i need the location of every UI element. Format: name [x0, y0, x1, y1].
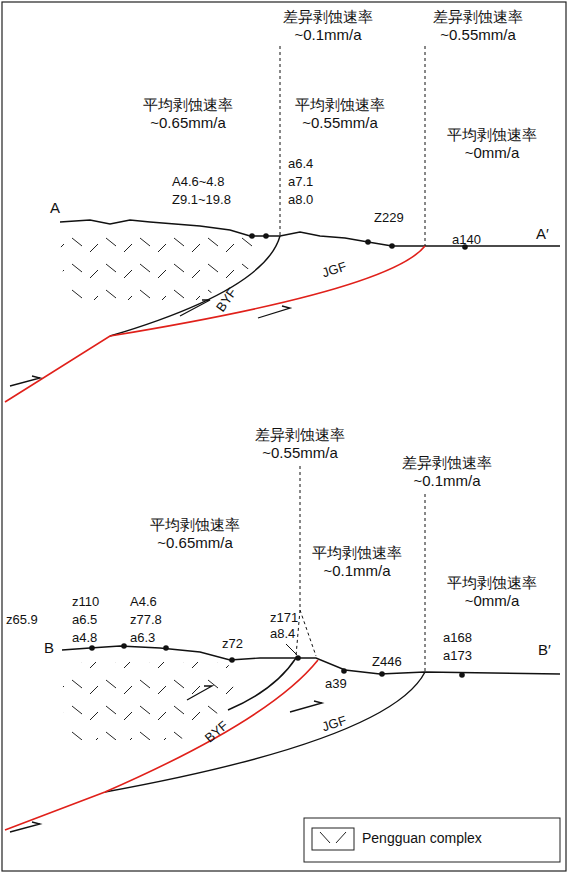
fault-name: BYF: [213, 285, 241, 315]
sample-age: z171: [270, 610, 298, 626]
fault-name: BYF: [202, 718, 232, 747]
sample-age: A4.6~4.8: [172, 174, 224, 190]
sample-age: a173: [443, 648, 472, 664]
rate-label: 平均剥蚀速率 ~0.1mm/a: [301, 544, 413, 580]
sample-age: a168: [443, 630, 472, 646]
rate-label: 平均剥蚀速率 ~0.65mm/a: [132, 96, 244, 132]
rate-label: 平均剥蚀速率 ~0.65mm/a: [139, 516, 251, 552]
sample-age: Z229: [374, 210, 404, 226]
sample-age: a6.4: [288, 156, 313, 172]
sample-age: a140: [452, 232, 481, 248]
sample-age: z110: [72, 594, 99, 610]
sample-age: a8.4: [270, 626, 295, 642]
section-end: B: [44, 640, 54, 656]
sample-age: Z9.1~19.8: [172, 192, 231, 208]
sample-age: a7.1: [288, 174, 313, 190]
rate-label: 平均剥蚀速率 ~0mm/a: [436, 126, 548, 162]
section-end: A: [50, 200, 60, 216]
sample-age: a39: [325, 676, 347, 692]
sample-age: z77.8: [130, 612, 162, 628]
sample-age: a4.8: [72, 630, 97, 646]
rate-label: 差异剥蚀速率 ~0.55mm/a: [244, 426, 356, 462]
fault-name: JGF: [320, 713, 348, 736]
section-end: B′: [538, 642, 551, 658]
rate-label: 差异剥蚀速率 ~0.1mm/a: [272, 8, 384, 44]
sample-age: z65.9: [6, 612, 38, 628]
rate-label: 差异剥蚀速率 ~0.1mm/a: [391, 454, 503, 490]
section-end: A′: [536, 226, 549, 242]
rate-label: 差异剥蚀速率 ~0.55mm/a: [422, 8, 534, 44]
rate-label: 平均剥蚀速率 ~0.55mm/a: [284, 96, 396, 132]
sample-age: Z446: [372, 654, 402, 670]
sample-age: a6.5: [72, 612, 97, 628]
sample-age: a6.3: [130, 630, 155, 646]
rate-label: 平均剥蚀速率 ~0mm/a: [436, 574, 548, 610]
legend-text: Pengguan complex: [362, 830, 482, 846]
sample-age: z72: [222, 636, 243, 652]
fault-name: JGF: [320, 259, 348, 282]
sample-age: A4.6: [130, 594, 157, 610]
sample-age: a8.0: [288, 192, 313, 208]
